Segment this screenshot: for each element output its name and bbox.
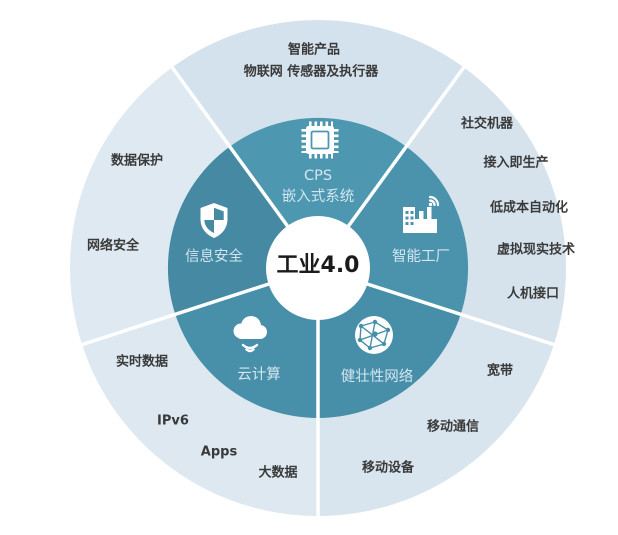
outer-label-virtual-reality: 虚拟现实技术 [496, 242, 576, 258]
outer-label-plug-and-produce: 接入即生产 [483, 155, 549, 171]
segment-label-cloud-computing: 云计算 [237, 366, 281, 383]
segment-label-info-security: 信息安全 [185, 248, 243, 265]
outer-label-data-protection: 数据保护 [110, 153, 164, 169]
outer-label-apps: Apps [200, 444, 238, 460]
outer-label-iot-sensors-actuators: 物联网 传感器及执行器 [243, 64, 379, 80]
segment-cps [229, 117, 407, 268]
shield-icon [200, 203, 228, 238]
center-circle [266, 216, 370, 320]
outer-label-mobile-devices: 移动设备 [361, 460, 415, 476]
segment-label-robust-network: 健壮性网络 [340, 368, 414, 385]
outer-label-smart-products: 智能产品 [287, 42, 341, 58]
segment-label-cps-line2: 嵌入式系统 [281, 188, 355, 205]
outer-label-social-machines: 社交机器 [460, 116, 514, 132]
cloud-icon [233, 316, 267, 353]
center-label: 工业4.0 [276, 253, 360, 278]
outer-label-low-cost-automation: 低成本自动化 [489, 200, 569, 216]
outer-label-ipv6: IPv6 [157, 413, 189, 429]
segment-label-cps-line1: CPS [303, 167, 333, 184]
network-globe-icon [355, 316, 393, 354]
outer-label-big-data: 大数据 [258, 465, 298, 481]
outer-label-mobile-communication: 移动通信 [426, 419, 480, 435]
segment-label-smart-factory: 智能工厂 [392, 248, 450, 265]
outer-label-human-machine-interface: 人机接口 [506, 286, 560, 302]
outer-label-broadband: 宽带 [486, 363, 514, 379]
outer-label-realtime-data: 实时数据 [115, 354, 169, 370]
outer-label-network-security: 网络安全 [86, 238, 140, 254]
chip-icon [301, 121, 339, 159]
factory-icon [403, 195, 440, 233]
